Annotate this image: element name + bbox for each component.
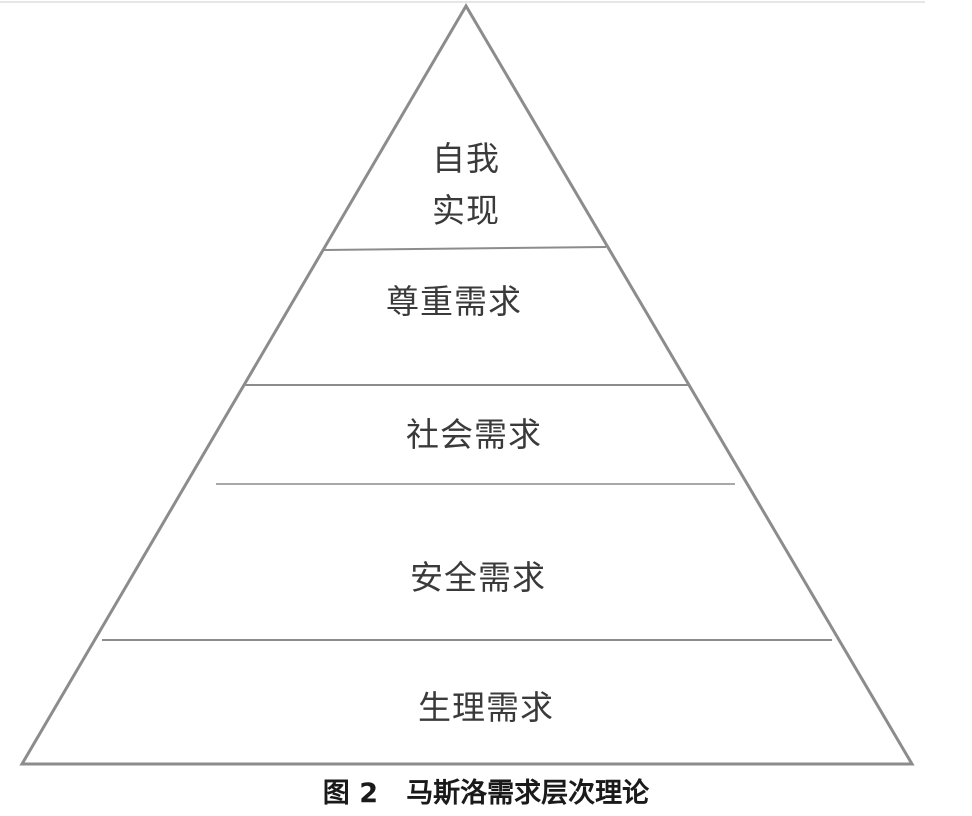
caption-gap [378,778,406,809]
label-physiological: 生理需求 [418,688,554,727]
label-social: 社会需求 [406,415,542,454]
caption-title: 马斯洛需求层次理论 [406,778,650,809]
figure-caption: 图 2 马斯洛需求层次理论 [0,774,972,814]
label-self-actualization-line1: 自我 [432,139,500,178]
label-safety: 安全需求 [410,558,546,597]
caption-figure-number: 图 2 [322,778,378,809]
divider-self-esteem [323,246,607,251]
label-esteem: 尊重需求 [386,282,522,321]
label-self-actualization-line2: 实现 [432,191,500,230]
pyramid-outline [19,3,915,766]
